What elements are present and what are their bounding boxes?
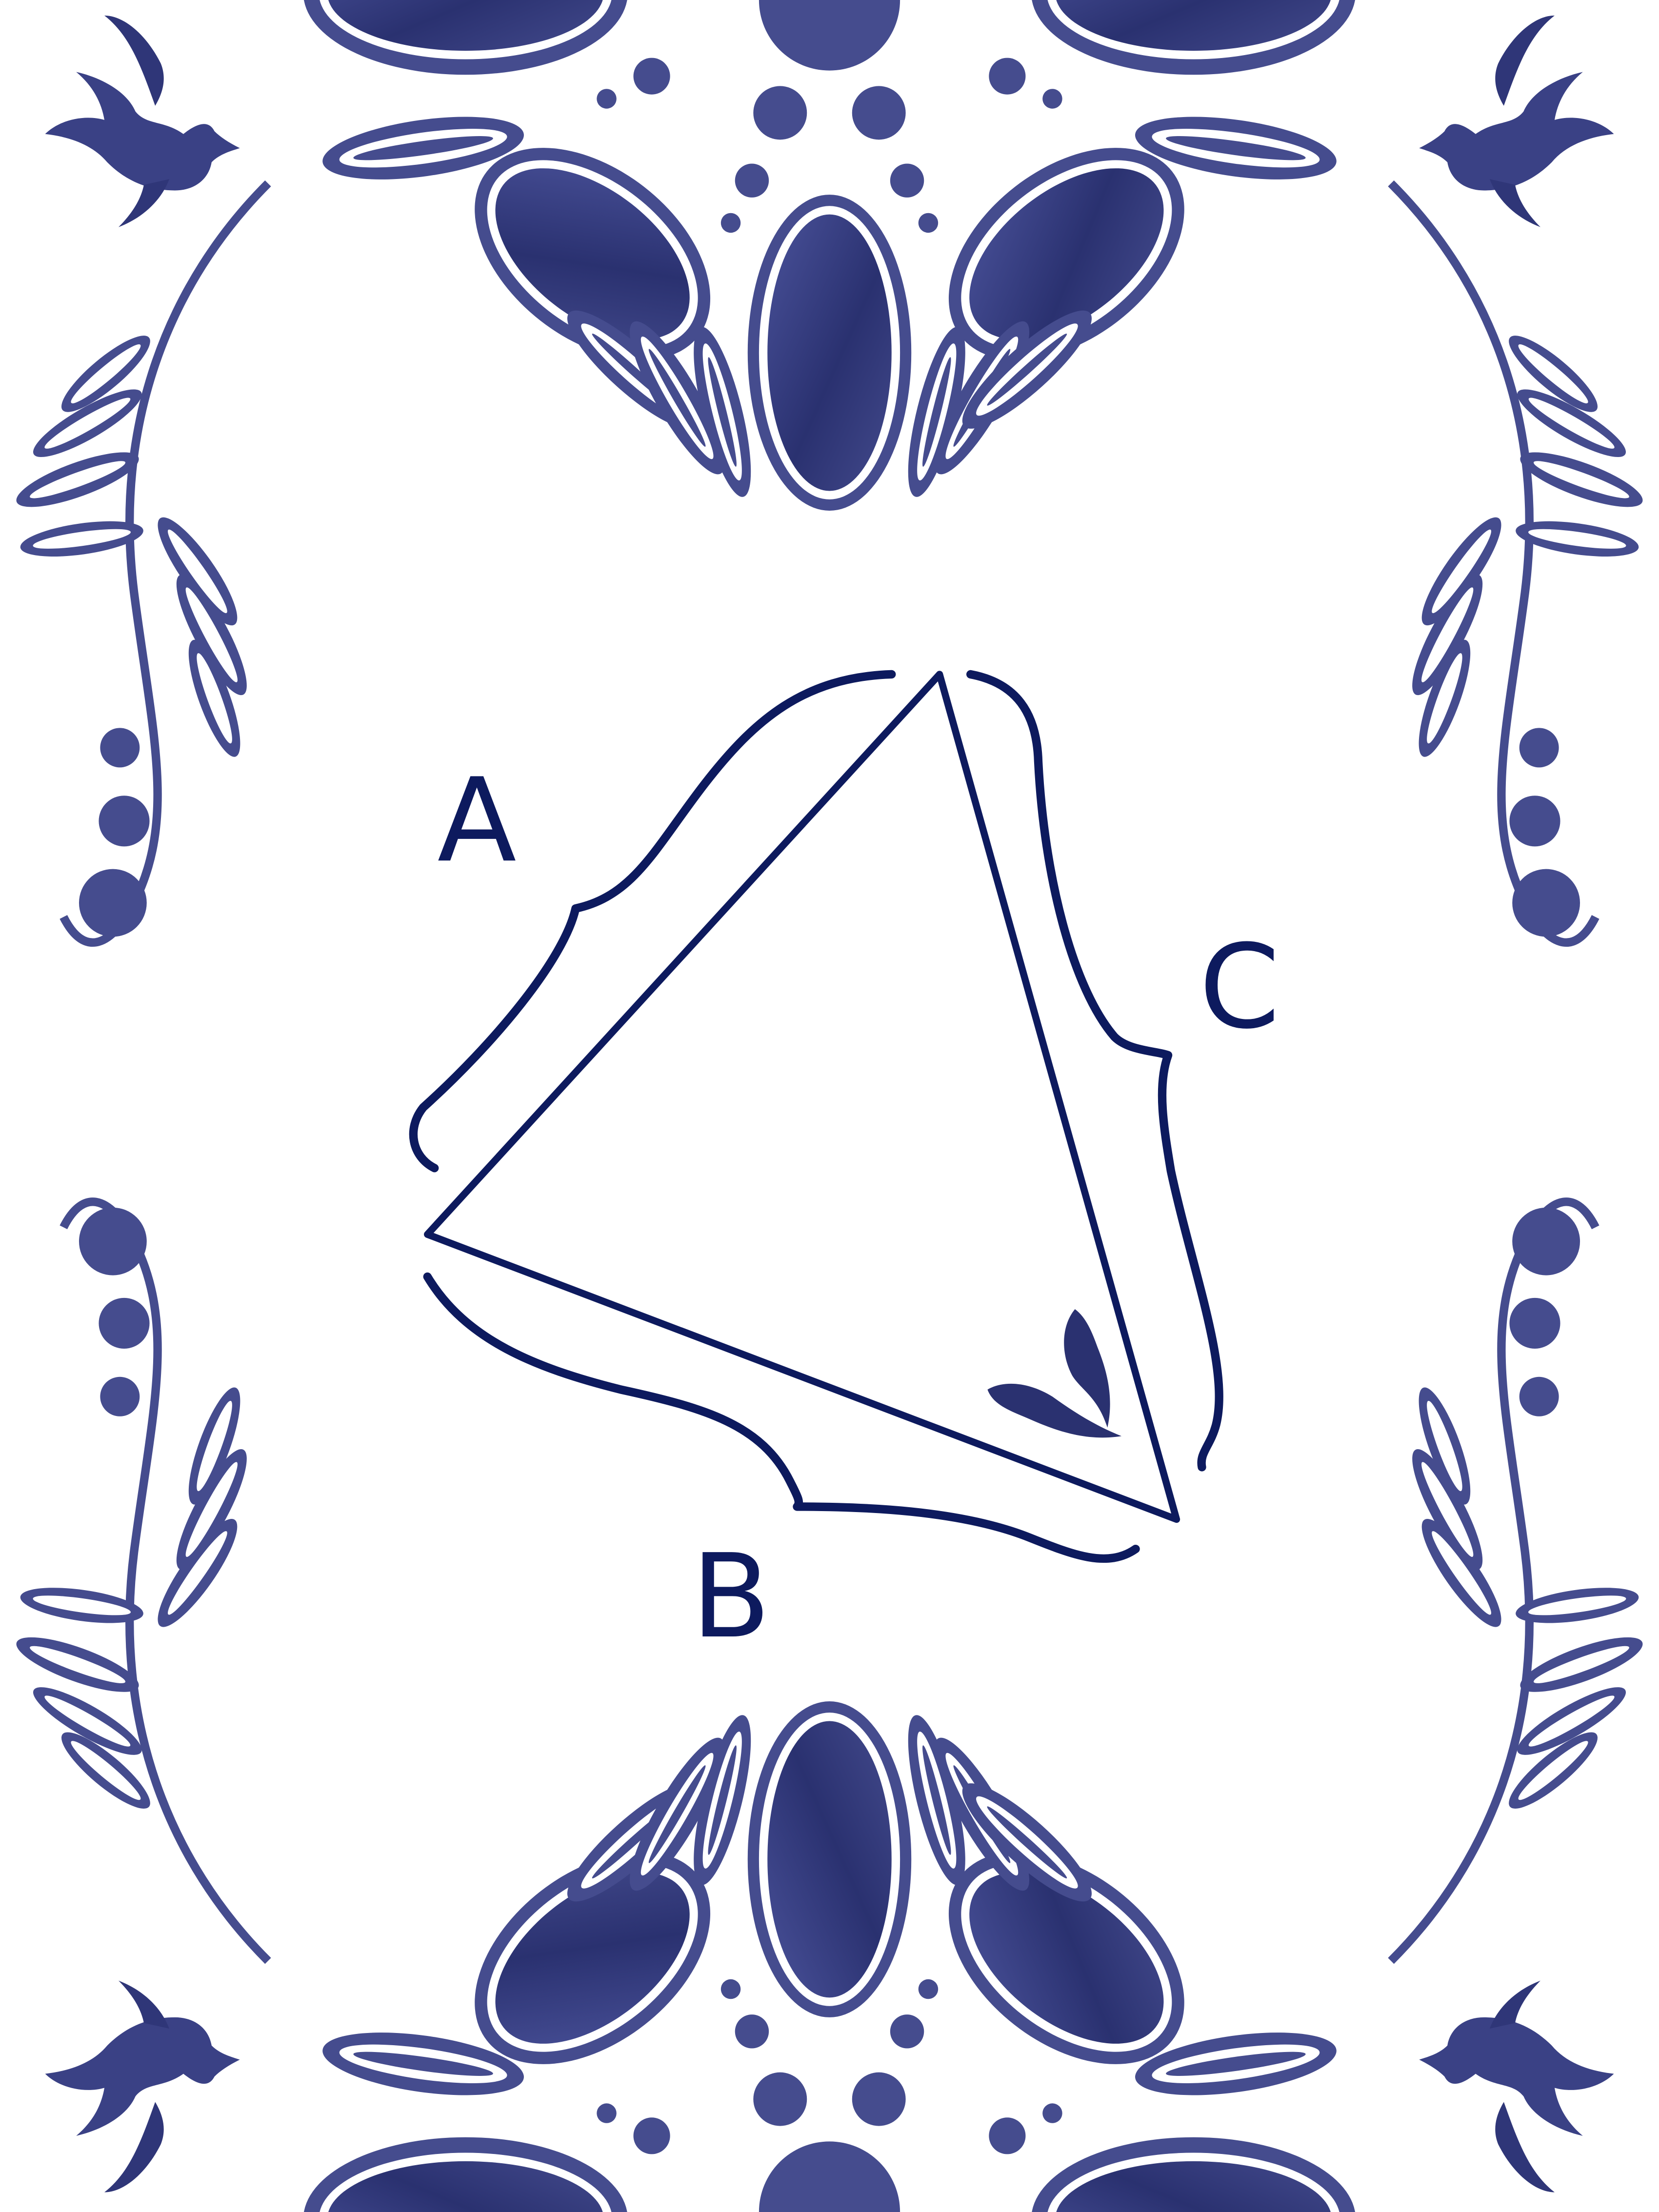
corner-drop-ornament	[987, 1309, 1122, 1438]
flower-bottom	[304, 1701, 1355, 2212]
vine-left-upper	[11, 183, 268, 942]
triangle-shape	[424, 671, 1180, 1523]
vine-left-lower	[11, 1202, 268, 1961]
bird-top-left	[45, 15, 240, 227]
vertex-label-b: B	[691, 1529, 771, 1664]
bird-top-right	[1419, 15, 1614, 227]
bird-bottom-right	[1419, 1980, 1614, 2192]
bracket-side-a	[409, 670, 896, 1173]
vertex-label-a: A	[438, 753, 517, 888]
flower-top	[304, 0, 1355, 511]
bracket-side-b	[423, 1272, 1140, 1563]
bracket-side-c	[966, 670, 1223, 1472]
vine-right-upper	[1391, 183, 1648, 942]
triangle-diagram	[409, 670, 1223, 1563]
vine-right-lower	[1391, 1202, 1648, 1961]
bird-bottom-left	[45, 1980, 240, 2192]
vertex-label-c: C	[1199, 920, 1280, 1055]
